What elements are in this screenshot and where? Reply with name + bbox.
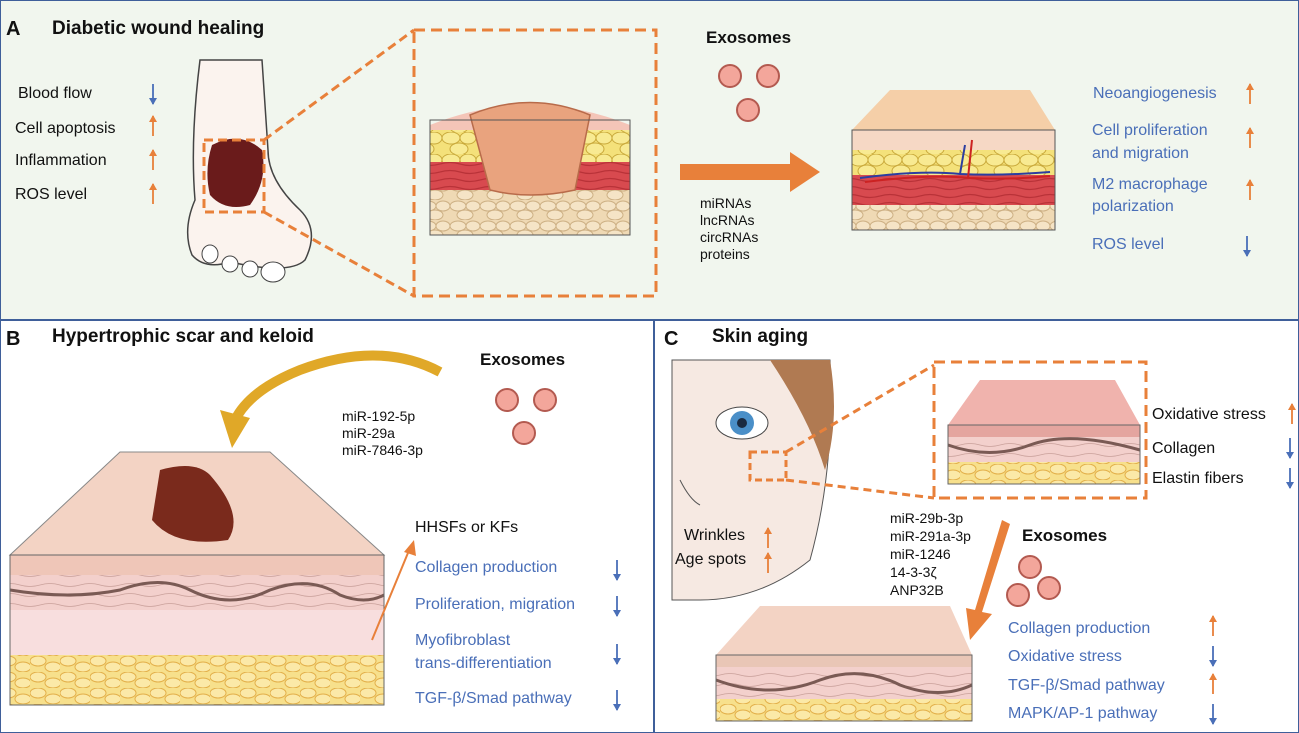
exosomes-c: [1006, 555, 1061, 607]
panel-c-label: C: [664, 328, 679, 350]
cargo-c-3: 14-3-3ζ: [890, 564, 937, 580]
foot-illustration: [186, 28, 415, 298]
treatment-arrow-c: [966, 520, 1010, 640]
effect-c-tgf: TGF-β/Smad pathway: [1008, 677, 1165, 694]
cargo-a-3: proteins: [700, 246, 750, 262]
condition-blood-flow: Blood flow: [18, 85, 92, 102]
aging-collagen: Collagen: [1152, 440, 1216, 457]
effect-b-collagen: Collagen production: [415, 559, 558, 576]
effect-a-ros: ROS level: [1092, 236, 1165, 253]
exosomes-title-a: Exosomes: [706, 28, 792, 47]
effect-c-oxidative: Oxidative stress: [1008, 648, 1122, 665]
panel-b-label: B: [6, 328, 21, 350]
panel-c-title: Skin aging: [712, 326, 809, 347]
effect-a-m2-1: M2 macrophage: [1092, 176, 1208, 193]
effect-a-proliferation-2: and migration: [1092, 145, 1189, 162]
cargo-c-4: ANP32B: [890, 582, 944, 598]
aging-elastin: Elastin fibers: [1152, 470, 1244, 487]
aged-skin-section: [947, 380, 1141, 485]
face-effect-age-spots: Age spots: [675, 551, 747, 568]
effect-b-proliferation: Proliferation, migration: [415, 596, 576, 613]
face-effect-wrinkles: Wrinkles: [684, 527, 746, 544]
effect-a-proliferation-1: Cell proliferation: [1092, 122, 1208, 139]
cargo-a-0: miRNAs: [700, 195, 752, 211]
exosomes-title-c: Exosomes: [1022, 526, 1108, 545]
face-illustration: [671, 359, 935, 601]
exosomes-a: [718, 64, 780, 122]
effect-c-mapk: MAPK/AP-1 pathway: [1008, 705, 1158, 722]
panel-b: [0, 320, 654, 733]
cargo-c-2: miR-1246: [890, 546, 951, 562]
condition-inflammation: Inflammation: [15, 152, 107, 169]
effect-c-collagen: Collagen production: [1008, 620, 1151, 637]
panel-b-title: Hypertrophic scar and keloid: [52, 326, 314, 347]
cargo-a-2: circRNAs: [700, 229, 759, 245]
effect-b-myofib-1: Myofibroblast: [415, 632, 511, 649]
cargo-c-0: miR-29b-3p: [890, 510, 964, 526]
panel-c: [654, 320, 1299, 733]
aging-oxidative-stress: Oxidative stress: [1152, 406, 1266, 423]
cargo-c-1: miR-291a-3p: [890, 528, 971, 544]
effect-a-m2-2: polarization: [1092, 198, 1174, 215]
exosomes-b: [495, 388, 557, 445]
effect-b-myofib-2: trans-differentiation: [415, 655, 552, 672]
effect-b-tgf: TGF-β/Smad pathway: [415, 690, 572, 707]
wound-skin-section: [429, 101, 631, 236]
cargo-a-1: lncRNAs: [700, 212, 755, 228]
cargo-b-1: miR-29a: [342, 425, 395, 441]
cargo-b-0: miR-192-5p: [342, 408, 416, 424]
curved-arrow-b: [230, 350, 443, 423]
healed-skin-section: [851, 90, 1056, 231]
cargo-b-2: miR-7846-3p: [342, 442, 423, 458]
effect-a-neoangiogenesis: Neoangiogenesis: [1093, 85, 1217, 102]
rejuvenated-skin-section: [715, 606, 973, 722]
scar-skin-section: [8, 451, 386, 706]
treatment-arrow: [680, 152, 820, 192]
exosomes-title-b: Exosomes: [480, 350, 566, 369]
panel-a-title: Diabetic wound healing: [52, 18, 265, 39]
target-b: HHSFs or KFs: [415, 519, 519, 536]
panel-a-label: A: [6, 18, 21, 40]
condition-cell-apoptosis: Cell apoptosis: [15, 120, 116, 137]
condition-ros-level: ROS level: [15, 186, 88, 203]
